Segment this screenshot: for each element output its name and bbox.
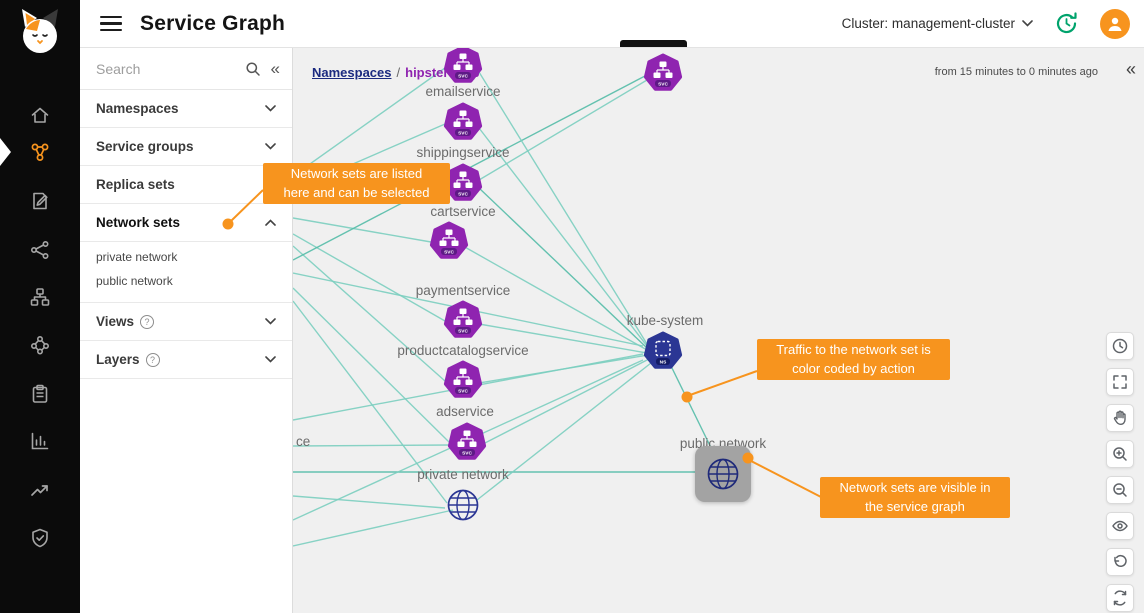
node-shippingservice[interactable] [443,102,483,142]
node-unlabeled-top[interactable] [643,53,683,93]
timeline-icon[interactable] [1106,332,1134,360]
undo-icon[interactable] [1106,548,1134,576]
top-header: Service Graph Cluster: management-cluste… [80,0,1144,48]
callout-text: color coded by action [792,360,915,376]
sidebar-item-service-groups[interactable]: Service groups [80,128,292,166]
node-kube-system[interactable] [643,331,683,371]
search-icon [245,61,261,77]
trending-icon[interactable] [22,472,58,508]
chevron-down-icon [265,105,276,112]
node-label-truncated: ce [296,434,311,449]
callout-text: Network sets are listed [290,166,423,181]
node-label: cartservice [430,204,496,219]
cluster-selector-label: Cluster: management-cluster [841,16,1015,31]
node-label: emailservice [425,84,501,99]
menu-icon[interactable] [100,15,122,32]
callout-text: the service graph [865,498,965,514]
node-label: productcatalogservice [397,343,529,358]
node-private-network[interactable] [441,483,485,527]
search-row: « [80,48,292,90]
dashboard-chart-icon[interactable] [22,423,58,459]
callout-text: Traffic to the network set is [776,342,931,357]
chevron-down-icon [265,143,276,150]
active-section-wedge [0,138,11,166]
sidebar-item-views[interactable]: Views ? [80,303,292,341]
clipboard-icon[interactable] [22,376,58,412]
visibility-eye-icon[interactable] [1106,512,1134,540]
time-range-label: from 15 minutes to 0 minutes ago [934,66,1098,78]
node-unlabeled-lower[interactable] [447,422,487,462]
chevron-down-icon [265,318,276,325]
breadcrumb-separator: / [396,65,401,80]
node-productcatalogservice[interactable] [443,300,483,340]
shield-icon[interactable] [22,520,58,556]
search-input[interactable] [96,60,235,77]
sidebar-item-replica-sets[interactable]: Replica sets [80,166,292,204]
network-sets-list: private network public network [80,242,292,303]
node-paymentservice[interactable] [429,221,469,261]
chevron-down-icon [1022,20,1033,27]
sidebar-item-label: Service groups [96,139,194,154]
service-graph-canvas[interactable]: Namespaces/hipstershop from 15 minutes t… [293,48,1144,613]
collapse-sidebar-icon[interactable]: « [270,59,280,78]
collapse-right-panel-icon[interactable]: « [1125,59,1136,79]
sidebar-item-label: Replica sets [96,177,175,192]
node-adservice[interactable] [443,360,483,400]
sidebar-item-label: Namespaces [96,101,179,116]
chevron-down-icon [265,356,276,363]
fit-to-screen-icon[interactable] [1106,368,1134,396]
node-tree-icon[interactable] [22,279,58,315]
sidebar-panel: « Namespaces Service groups Replica sets… [80,48,293,613]
zoom-out-icon[interactable] [1106,476,1134,504]
refresh-icon[interactable] [1106,584,1134,612]
callout-text: here and can be selected [283,184,430,200]
network-set-item-public[interactable]: public network [96,274,173,288]
network-endpoints-icon[interactable] [22,232,58,268]
node-label: kube-system [626,313,704,328]
node-emailservice[interactable] [443,48,483,85]
calico-logo[interactable] [12,5,68,63]
sidebar-item-label: Views [96,314,135,329]
cluster-selector[interactable]: Cluster: management-cluster [842,16,1033,31]
page-title: Service Graph [140,11,286,35]
graph-edges [293,67,718,547]
breadcrumb-namespaces-link[interactable]: Namespaces [312,65,392,80]
cluster-icon[interactable] [22,327,58,363]
node-label: adservice [436,404,494,419]
help-icon: ? [145,352,160,367]
network-set-item-private[interactable]: private network [96,250,178,264]
sidebar-item-label: Layers [96,352,140,367]
node-label: shippingservice [416,145,510,160]
sidebar-item-namespaces[interactable]: Namespaces [80,90,292,128]
history-icon[interactable] [1053,10,1080,37]
node-label: private network [417,467,509,482]
sidebar-item-layers[interactable]: Layers ? [80,341,292,379]
callout-network-sets-list: Network sets are listed here and can be … [263,163,450,204]
help-icon: ? [140,314,155,329]
node-label: paymentservice [415,283,511,298]
chevron-up-icon [265,219,276,226]
pan-hand-icon[interactable] [1106,404,1134,432]
policies-icon[interactable] [22,183,58,219]
user-avatar[interactable] [1100,8,1130,39]
callout-traffic-color: Traffic to the network set is color code… [757,339,950,380]
node-public-network[interactable] [695,446,751,502]
callout-network-sets-visible: Network sets are visible in the service … [820,477,1010,518]
service-graph-icon[interactable] [22,134,58,170]
tooltip-partial [620,40,687,47]
sidebar-item-label: Network sets [96,215,181,230]
callout-text: Network sets are visible in [839,480,991,495]
zoom-in-icon[interactable] [1106,440,1134,468]
sidebar-item-network-sets[interactable]: Network sets [80,204,292,242]
left-icon-rail [0,0,80,613]
home-icon[interactable] [22,97,58,133]
